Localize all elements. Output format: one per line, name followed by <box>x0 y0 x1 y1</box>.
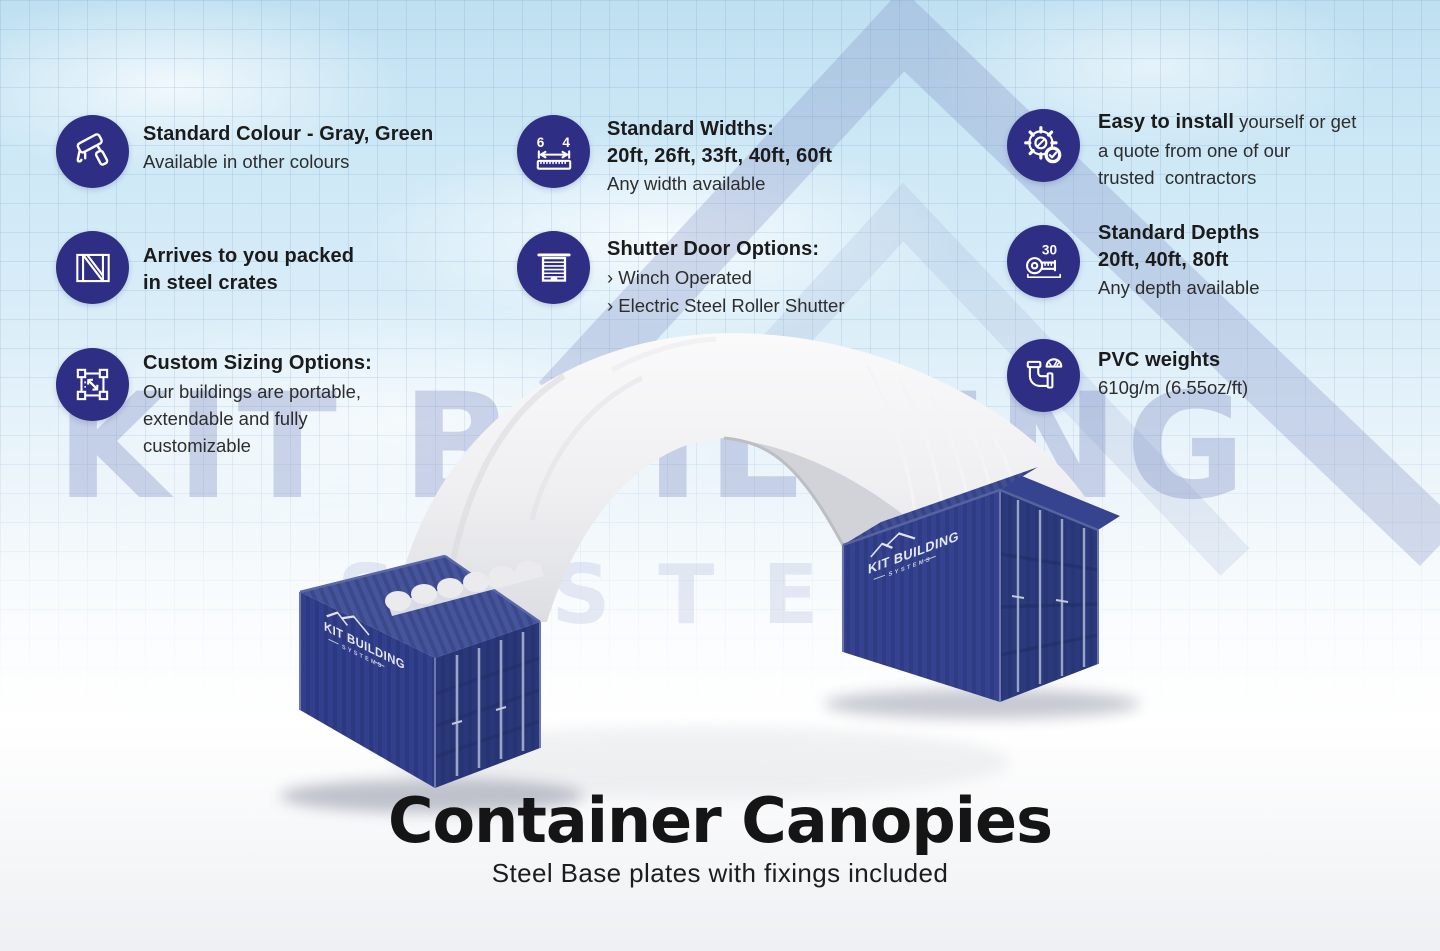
feature-line: extendable and fully <box>143 408 308 429</box>
svg-text:4: 4 <box>562 134 570 149</box>
paint-roller-icon <box>56 115 129 188</box>
left-container: KIT BUILDING SYSTEMS <box>299 554 544 788</box>
feature-option: › Winch Operated <box>607 267 752 288</box>
feature-title: Arrives to you packed <box>143 245 355 267</box>
feature-line: trusted contractors <box>1098 167 1257 188</box>
custom-sizing-icon <box>56 348 129 421</box>
steel-crate-icon <box>56 231 129 304</box>
feature-values: 20ft, 26ft, 33ft, 40ft, 60ft <box>607 145 833 167</box>
feature-subtitle: Any depth available <box>1098 277 1260 298</box>
width-ruler-icon: 6 4 <box>517 115 590 188</box>
feature-line: Easy to install yourself or get <box>1098 111 1357 133</box>
feature-subtitle: 610g/m (6.55oz/ft) <box>1098 377 1249 398</box>
feature-title: Standard Widths: <box>607 118 774 140</box>
right-container-shadow <box>824 689 1140 719</box>
feature-custom-sizing: Custom Sizing Options: Our buildings are… <box>143 348 372 459</box>
svg-text:6: 6 <box>536 134 544 149</box>
feature-line: a quote from one of our <box>1098 140 1291 161</box>
feature-line: Our buildings are portable, <box>143 381 362 402</box>
left-container-shadow <box>280 779 584 813</box>
feature-title: Shutter Door Options: <box>607 238 820 260</box>
feature-title: PVC weights <box>1098 349 1221 371</box>
feature-line: customizable <box>143 435 251 456</box>
feature-title: Custom Sizing Options: <box>143 352 372 374</box>
canopy-arch <box>392 333 1100 622</box>
feature-standard-colour: Standard Colour - Gray, Green Available … <box>143 121 433 175</box>
feature-title: Standard Depths <box>1098 222 1260 244</box>
gear-wrench-icon <box>1007 109 1080 182</box>
svg-text:30: 30 <box>1041 242 1056 257</box>
pvc-pipe-icon <box>1007 339 1080 412</box>
feature-values: 20ft, 40ft, 80ft <box>1098 249 1229 271</box>
feature-option: › Electric Steel Roller Shutter <box>607 295 845 316</box>
feature-subtitle: Available in other colours <box>143 151 350 172</box>
feature-shutter-door: Shutter Door Options: › Winch Operated ›… <box>607 235 845 320</box>
feature-steel-crates: Arrives to you packed in steel crates <box>143 243 354 297</box>
page-title: Container Canopies <box>388 784 1053 857</box>
feature-easy-install: Easy to install yourself or get a quote … <box>1098 108 1408 191</box>
feature-standard-widths: Standard Widths: 20ft, 26ft, 33ft, 40ft,… <box>607 116 832 197</box>
ground-shadow <box>390 726 1010 798</box>
feature-standard-depths: Standard Depths 20ft, 40ft, 80ft Any dep… <box>1098 220 1260 301</box>
page-subtitle: Steel Base plates with fixings included <box>491 858 949 888</box>
feature-title-line2: in steel crates <box>143 272 278 294</box>
feature-subtitle: Any width available <box>607 173 766 194</box>
feature-pvc-weights: PVC weights 610g/m (6.55oz/ft) <box>1098 347 1248 401</box>
right-container: KIT BUILDING SYSTEMS <box>842 467 1120 702</box>
tape-measure-icon: 30 <box>1007 225 1080 298</box>
feature-bold: Easy to install <box>1098 111 1234 133</box>
feature-title: Standard Colour - Gray, Green <box>143 123 434 145</box>
canopy-drape-edge <box>385 561 544 616</box>
shutter-door-icon <box>517 231 590 304</box>
